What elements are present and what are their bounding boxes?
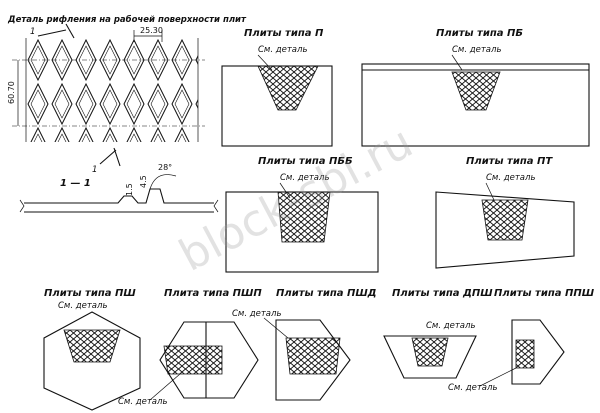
slab-pt-ref: См. деталь <box>486 173 535 183</box>
slab-psh-title: Плиты типа ПШ <box>44 288 136 299</box>
slab-pt: Плиты типа ПТ См. деталь <box>435 156 575 269</box>
slab-pshd: Плиты типа ПШД См. деталь <box>232 288 377 401</box>
slab-psh: Плиты типа ПШ См. деталь <box>43 288 141 411</box>
slab-pbb-ref: См. деталь <box>280 173 329 183</box>
slab-p-ref: См. деталь <box>258 45 307 55</box>
slab-pb: Плиты типа ПБ См. деталь <box>361 28 590 147</box>
slab-pb-title: Плиты типа ПБ <box>436 28 523 39</box>
slab-pshp: Плита типа ПШП См. деталь <box>118 288 262 407</box>
gap-dimension: 4.5 <box>139 175 148 188</box>
slab-dpsh: Плиты типа ДПШ См. деталь <box>383 288 493 379</box>
watermark-text: block-sbi.ru <box>171 117 421 282</box>
angle-dimension: 28° <box>158 163 172 172</box>
corrugation-detail: Деталь рифления на рабочей поверхности п… <box>7 14 247 175</box>
slab-pshp-title: Плита типа ПШП <box>164 288 262 299</box>
slab-p: Плиты типа П См. деталь <box>221 28 333 147</box>
slab-dpsh-title: Плиты типа ДПШ <box>392 288 493 299</box>
section-label: 1 — 1 <box>60 178 91 189</box>
corrugation-pattern <box>26 38 198 142</box>
slab-pshp-ref: См. деталь <box>118 397 167 407</box>
slab-pt-title: Плиты типа ПТ <box>466 156 553 167</box>
slab-p-title: Плиты типа П <box>244 28 324 39</box>
slab-psh-ref: См. деталь <box>58 301 107 311</box>
slab-pbb-title: Плиты типа ПББ <box>258 156 353 167</box>
pitch-dimension: 25.30 <box>140 26 163 35</box>
slab-pb-ref: См. деталь <box>452 45 501 55</box>
slab-ppsh: Плиты типа ППШ См. деталь <box>448 288 595 393</box>
slab-ppsh-title: Плиты типа ППШ <box>494 288 595 299</box>
slab-pshd-ref: См. деталь <box>232 309 281 319</box>
slab-pshd-title: Плиты типа ПШД <box>276 288 377 299</box>
detail-title: Деталь рифления на рабочей поверхности п… <box>7 14 247 25</box>
slab-ppsh-ref: См. деталь <box>448 383 497 393</box>
section-mark-bottom: 1 <box>92 165 97 175</box>
height-dimension: 60.70 <box>7 81 16 104</box>
section-mark-top: 1 <box>30 27 35 37</box>
section-1-1: 1 — 1 1.5 4.5 28° <box>19 163 219 213</box>
depth-dimension: 1.5 <box>125 183 134 196</box>
slab-pbb: Плиты типа ПББ См. деталь <box>225 156 379 273</box>
slab-dpsh-ref: См. деталь <box>426 321 475 331</box>
